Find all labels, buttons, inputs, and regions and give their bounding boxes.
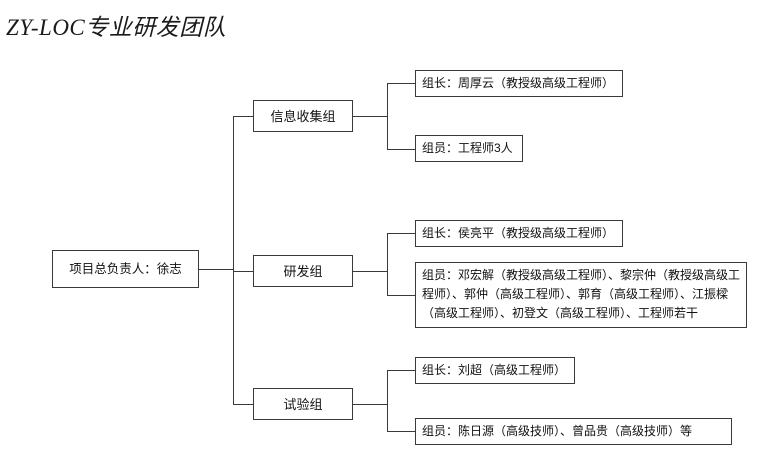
node-group-3-members[interactable]: 组员：陈日源（高级技师）、曾品贵（高级技师）等 (415, 418, 732, 445)
connector-trunk-to-group-1 (233, 116, 253, 117)
connector-root-to-trunk (199, 269, 234, 270)
node-group-3-leader[interactable]: 组长：刘超（高级工程师） (415, 357, 575, 384)
node-group-info-collection[interactable]: 信息收集组 (253, 100, 353, 132)
connector-bracket-3-to-leaf-1 (387, 370, 415, 371)
connector-trunk-to-group-3 (233, 404, 253, 405)
node-group-rd[interactable]: 研发组 (253, 255, 353, 287)
connector-group-2-to-bracket (353, 271, 387, 272)
connector-bracket-2-to-leaf-1 (387, 233, 415, 234)
node-group-2-leader[interactable]: 组长：侯亮平（教授级高级工程师） (415, 220, 623, 247)
node-group-1-leader[interactable]: 组长：周厚云（教授级高级工程师） (415, 70, 623, 97)
connector-trunk-vertical (233, 116, 234, 404)
node-group-2-members[interactable]: 组员：邓宏解（教授级高级工程师）、黎宗仲（教授级高级工程师）、郭仲（高级工程师）… (415, 262, 747, 328)
connector-bracket-3-to-leaf-2 (387, 431, 415, 432)
connector-bracket-2-to-leaf-2 (387, 295, 415, 296)
page-title: ZY-LOC专业研发团队 (6, 15, 227, 40)
node-group-1-members[interactable]: 组员：工程师3人 (415, 135, 523, 162)
connector-bracket-2 (387, 233, 388, 295)
node-project-leader[interactable]: 项目总负责人：徐志 (52, 250, 199, 288)
connector-group-1-to-bracket (353, 116, 387, 117)
connector-bracket-1 (387, 83, 388, 149)
connector-group-3-to-bracket (353, 404, 387, 405)
connector-bracket-1-to-leaf-1 (387, 83, 415, 84)
node-group-testing[interactable]: 试验组 (253, 388, 353, 420)
connector-bracket-1-to-leaf-2 (387, 149, 415, 150)
connector-trunk-to-group-2 (233, 271, 253, 272)
connector-bracket-3 (387, 370, 388, 431)
